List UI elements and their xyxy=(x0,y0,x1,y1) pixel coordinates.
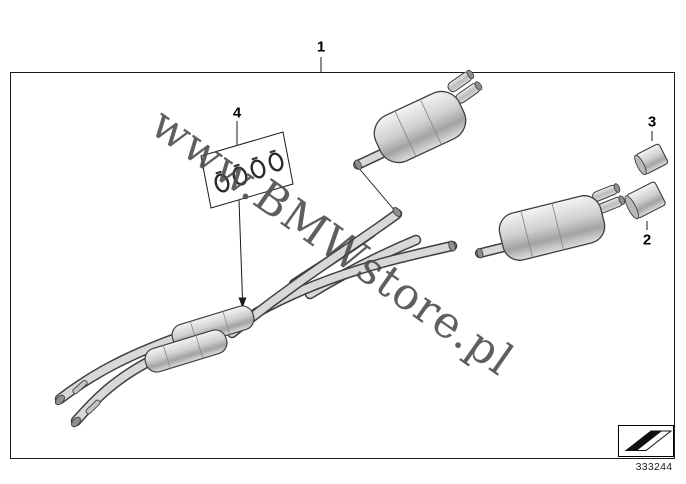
part-2-sleeve xyxy=(624,181,666,220)
clamp-set-box xyxy=(200,131,294,209)
front-pipes xyxy=(54,333,179,427)
tailpipe-tips-right xyxy=(592,183,626,214)
diagonal-arrow-icon xyxy=(624,430,673,451)
direction-stamp xyxy=(618,425,674,457)
center-section-pipes xyxy=(226,208,458,339)
callout-3[interactable]: 3 xyxy=(647,113,657,131)
tailpipe-tips-left xyxy=(447,69,483,104)
callout-1[interactable]: 1 xyxy=(316,38,326,56)
callout-4[interactable]: 4 xyxy=(232,104,242,122)
callout-2[interactable]: 2 xyxy=(642,231,652,249)
rear-silencer-right xyxy=(474,183,626,261)
rear-silencer-left xyxy=(353,69,483,170)
callout-leader-lines xyxy=(236,57,653,300)
pipe-open-ends xyxy=(55,207,456,428)
clamp-icons xyxy=(214,149,284,193)
part-3-sleeve xyxy=(634,143,669,176)
callout-4-arrowhead xyxy=(238,297,247,308)
drawing-number: 333244 xyxy=(635,461,673,473)
front-silencer-lower xyxy=(144,329,228,373)
diagram-frame xyxy=(10,72,675,459)
